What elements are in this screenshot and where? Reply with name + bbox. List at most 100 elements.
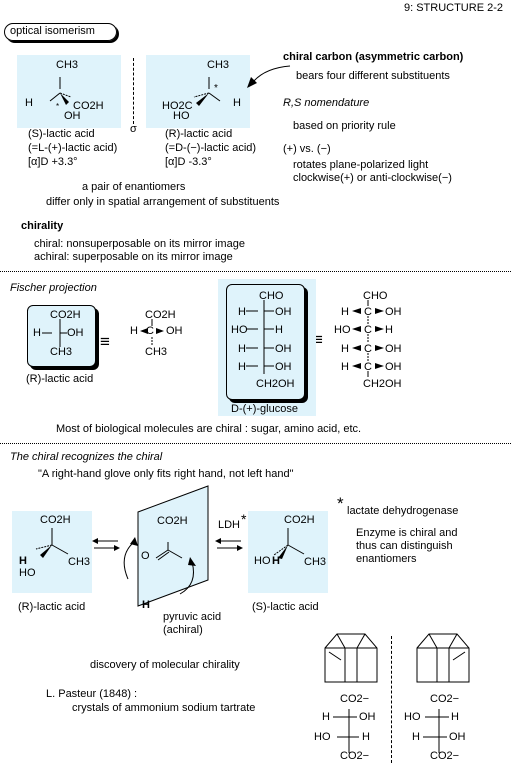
r-lactic-bottom-co2h: CO2H <box>40 514 71 526</box>
r-lactic-rotation: [α]D -3.3° <box>165 156 212 168</box>
divider-1 <box>0 271 511 272</box>
glucose-wedge-row2-right: H <box>385 324 393 336</box>
glucose-wedge-row4-left: H <box>341 361 349 373</box>
glucose-wedge-top: CHO <box>363 290 388 302</box>
mirror-sigma-label: σ <box>130 123 137 135</box>
s-lactic-oh: OH <box>64 110 81 122</box>
enzyme-name: lactate dehydrogenase <box>347 505 459 517</box>
glucose-row3-left: H <box>238 343 246 355</box>
fischer-lactic-ch3: CH3 <box>50 346 73 358</box>
glucose-wedge-bonds <box>352 300 384 377</box>
tartrate-crystals <box>324 633 470 683</box>
glucose-name: D-(+)-glucose <box>231 403 298 415</box>
pasteur-crystals: crystals of ammonium sodium tartrate <box>72 702 256 714</box>
tartrate-right-row2-left: H <box>412 731 420 743</box>
fischer-glucose-box <box>226 284 305 400</box>
equilibrium-arrow-right <box>215 538 243 551</box>
svg-text:*: * <box>56 102 59 111</box>
r-lactic-acid-structure: * <box>193 77 221 106</box>
enzyme-desc-2: thus can distinguish <box>356 540 453 552</box>
glucose-wedge-row3-right: OH <box>385 343 402 355</box>
s-lactic-acid-structure: * <box>49 77 72 111</box>
fischer-lactic-h: H <box>33 327 41 339</box>
glucose-fischer-bonds <box>246 300 274 374</box>
chiral-carbon-arrow <box>247 65 291 88</box>
s-lactic-bottom-ch3: CH3 <box>304 556 327 568</box>
biological-chirality-note: Most of biological molecules are chiral … <box>56 423 362 435</box>
fischer-lactic-bonds <box>42 319 67 347</box>
glove-quote: "A right-hand glove only fits right hand… <box>38 468 294 480</box>
lactic-wedge-co2h: CO2H <box>145 309 176 321</box>
tartrate-right-bonds <box>423 709 449 753</box>
lactic-wedge-projection <box>140 319 164 345</box>
fischer-title: Fischer projection <box>10 282 97 294</box>
chiral-carbon-title: chiral carbon (asymmetric carbon) <box>283 51 464 63</box>
enzyme-star: * <box>337 494 344 513</box>
r-lactic-bottom-structure <box>35 528 69 558</box>
s-lactic-name: (S)-lactic acid <box>28 128 95 140</box>
fischer-lactic-box <box>27 305 96 367</box>
tartrate-left-row1-right: OH <box>359 711 376 723</box>
s-lactic-h: H <box>25 97 33 109</box>
divider-2 <box>0 443 511 444</box>
glucose-wedge-row1-left: H <box>341 306 349 318</box>
s-lactic-bottom-ho: HO <box>254 555 271 567</box>
tartrate-right-row1-left: HO <box>404 711 421 723</box>
pyruvic-co2h: CO2H <box>157 515 188 527</box>
s-lactic-co2h: CO2H <box>73 100 104 112</box>
equilibrium-arrow-left <box>92 538 120 551</box>
glucose-wedge-row1-right: OH <box>385 306 402 318</box>
tartrate-left-co2-bottom: CO2− <box>340 750 370 762</box>
ldh-star: * <box>241 511 247 527</box>
enantiomer-pair-line: a pair of enantiomers <box>82 181 186 193</box>
section-tag-optical-isomerism: optical isomerism <box>4 23 117 41</box>
pyruvic-name: pyruvic acid <box>163 611 222 623</box>
lactic-wedge-h: H <box>130 325 138 337</box>
s-lactic-rotation: [α]D +3.3° <box>28 156 78 168</box>
left-molecule-panel <box>17 55 121 128</box>
pm-desc-1: rotates plane-polarized light <box>293 159 429 171</box>
pm-title: (+) vs. (−) <box>283 143 331 155</box>
enzyme-desc-1: Enzyme is chiral and <box>356 527 458 539</box>
r-lactic-bottom-ho: HO <box>19 567 36 579</box>
glucose-row2-right: H <box>275 324 283 336</box>
r-lactic-bottom-name: (R)-lactic acid <box>18 601 86 613</box>
pyruvic-mirror-plane <box>123 485 209 607</box>
glucose-row4-left: H <box>238 361 246 373</box>
glucose-wedge-row3-left: H <box>341 343 349 355</box>
fischer-lactic-co2h: CO2H <box>50 309 81 321</box>
chirality-title: chirality <box>21 220 64 232</box>
r-lactic-bottom-ch3: CH3 <box>68 556 91 568</box>
crystal-mirror-line <box>391 636 392 763</box>
s-lactic-bottom-structure <box>273 528 305 559</box>
tartrate-left-row2-left: HO <box>314 731 331 743</box>
equivalence-symbol-1: ≡ <box>100 332 110 351</box>
s-lactic-alt-name: (=L-(+)-lactic acid) <box>28 142 118 154</box>
s-lactic-bottom-h: H <box>272 555 280 567</box>
glucose-row4-right: OH <box>275 361 292 373</box>
tartrate-left-co2-top: CO2− <box>340 693 370 705</box>
section-tag-label: optical isomerism <box>10 25 95 37</box>
glucose-row2-left: HO <box>231 324 248 336</box>
enantiomer-desc: differ only in spatial arrangement of su… <box>46 196 280 208</box>
pasteur-author: L. Pasteur (1848) : <box>46 688 138 700</box>
r-lactic-ch3: CH3 <box>207 59 230 71</box>
s-lactic-ch3: CH3 <box>56 59 79 71</box>
r-lactic-ho: HO <box>173 110 190 122</box>
tartrate-left-bonds <box>333 709 359 753</box>
right-molecule-panel <box>146 55 250 128</box>
tartrate-right-co2-top: CO2− <box>430 693 460 705</box>
achiral-definition: achiral: superposable on its mirror imag… <box>34 251 233 263</box>
page-label: 9: STRUCTURE 2-2 <box>403 2 503 14</box>
glucose-top: CHO <box>259 290 284 302</box>
s-lactic-panel <box>248 511 328 593</box>
tartrate-left-row1-left: H <box>322 711 330 723</box>
pyruvic-note: (achiral) <box>163 624 203 636</box>
recognition-title: The chiral recognizes the chiral <box>10 451 163 463</box>
glucose-wedge-row4-right: OH <box>385 361 402 373</box>
s-lactic-bottom-co2h: CO2H <box>284 514 315 526</box>
r-lactic-alt-name: (=D-(−)-lactic acid) <box>165 142 257 154</box>
s-lactic-bottom-name: (S)-lactic acid <box>252 601 319 613</box>
tartrate-left-row2-right: H <box>362 731 370 743</box>
r-lactic-h: H <box>233 97 241 109</box>
